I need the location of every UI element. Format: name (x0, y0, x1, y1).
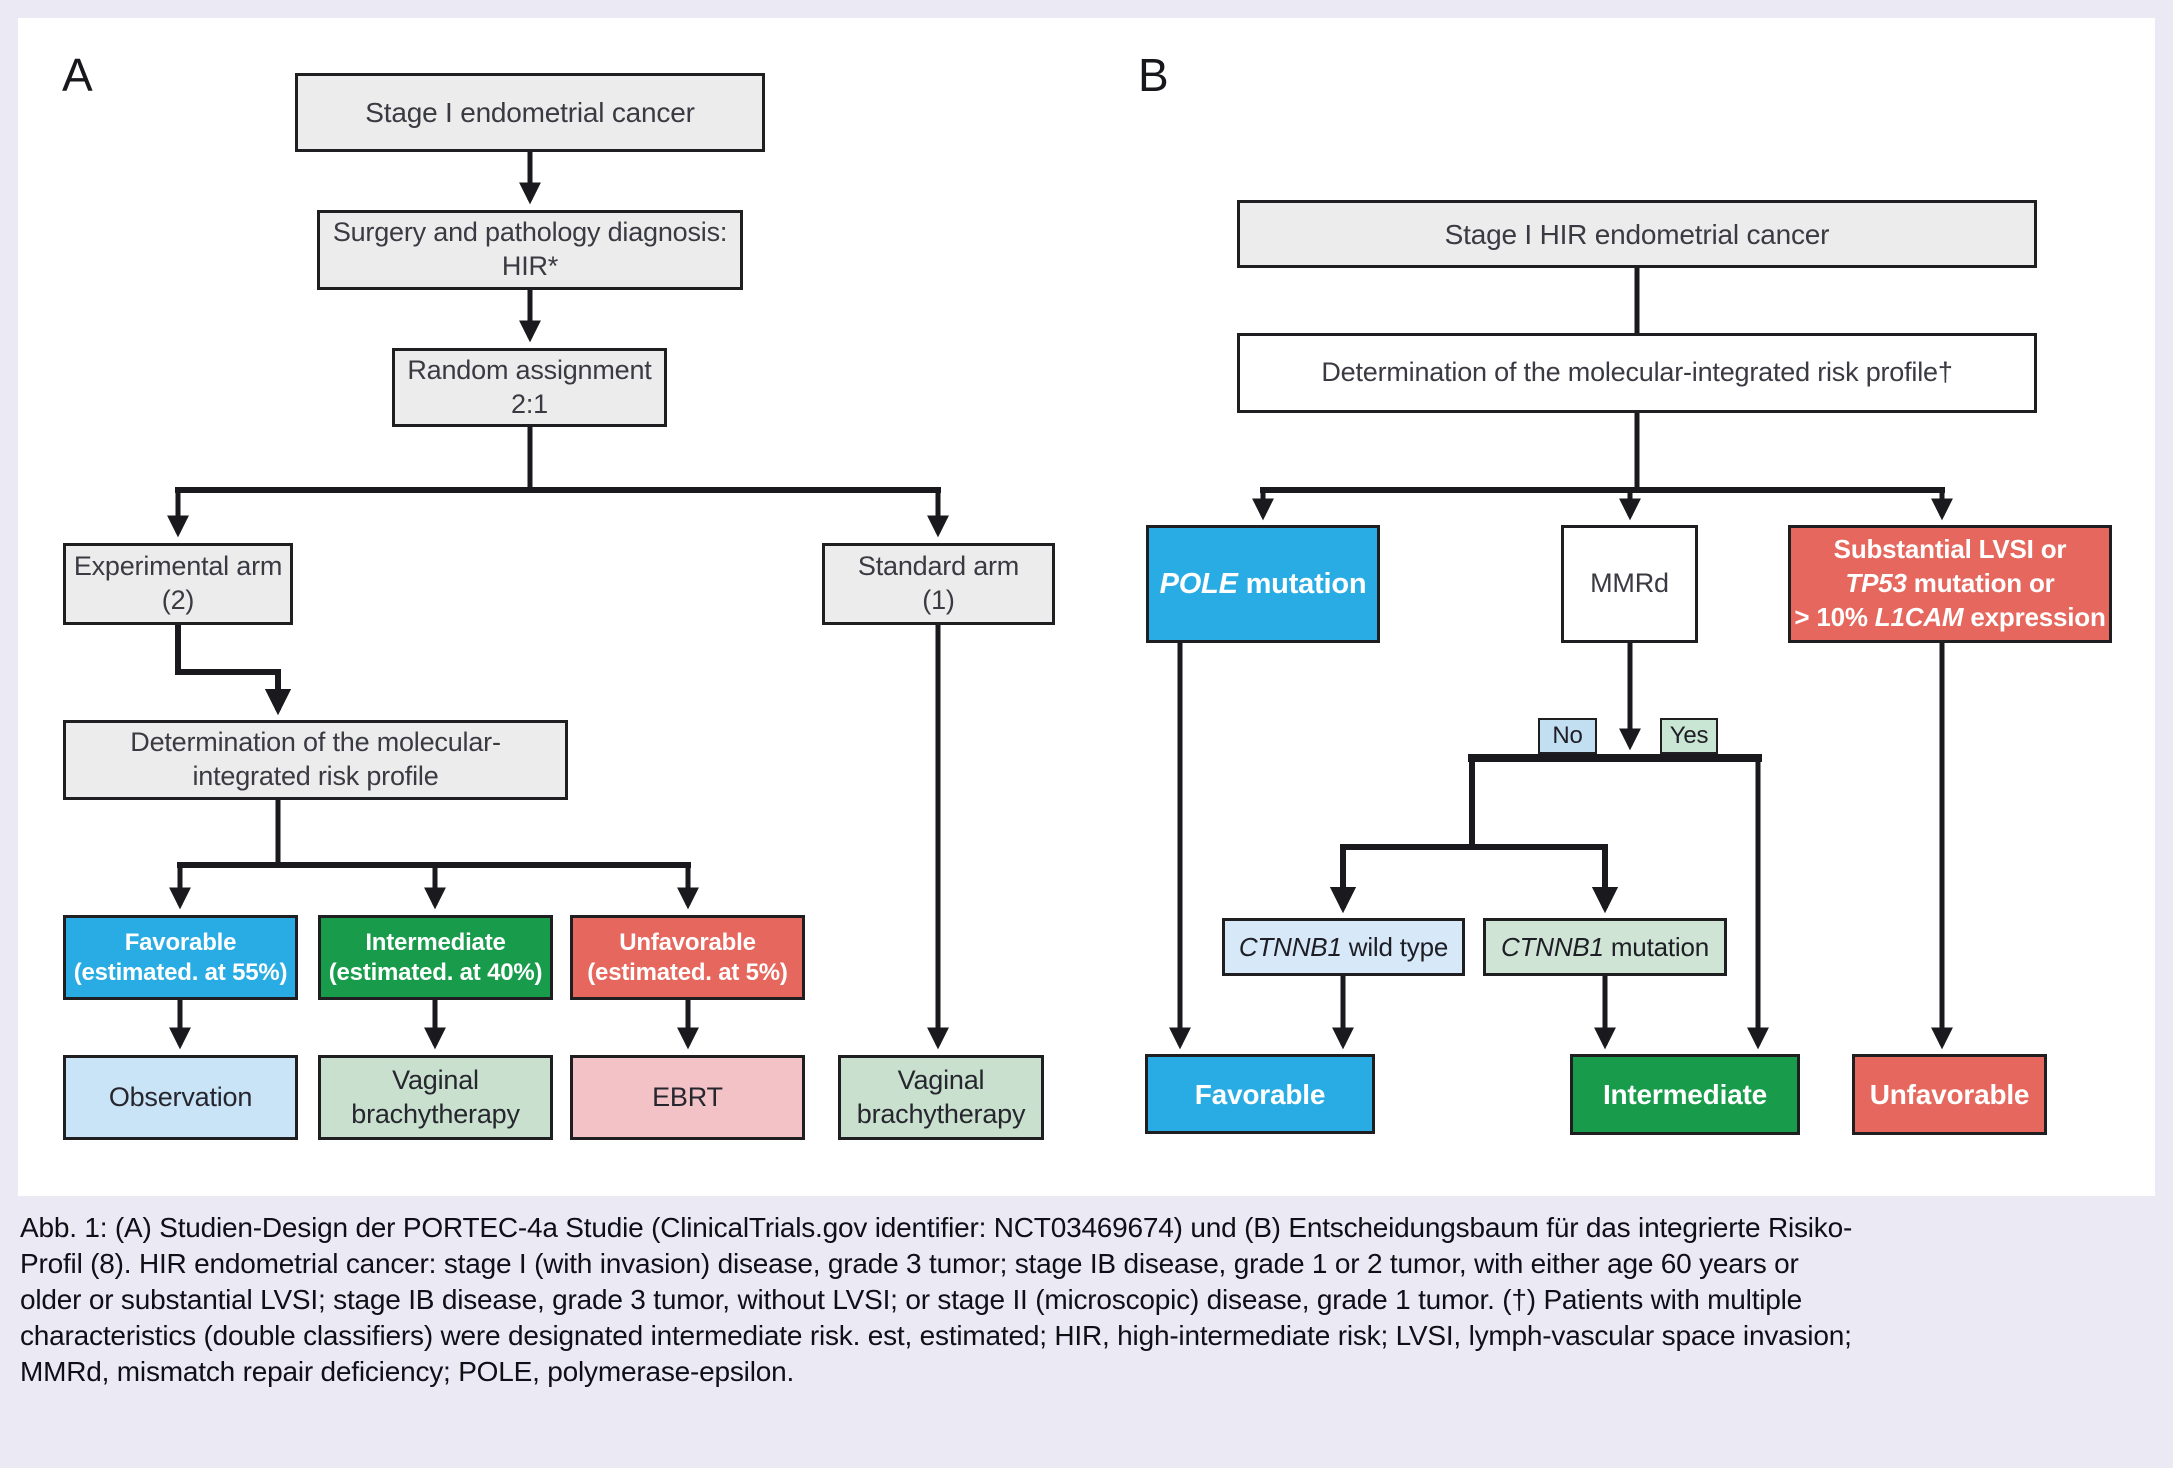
caption-line: characteristics (double classifiers) wer… (20, 1320, 1852, 1351)
node-stage-i-endometrial-cancer: Stage I endometrial cancer (295, 73, 765, 152)
node-pole-mutation: POLE mutation (1146, 525, 1380, 643)
node-ebrt: EBRT (570, 1055, 805, 1140)
node-mmrd: MMRd (1561, 525, 1698, 643)
node-intermediate-b: Intermediate (1570, 1054, 1800, 1135)
ctnnb1-mutation-label: CTNNB1 mutation (1501, 931, 1709, 962)
caption-line: Abb. 1: (A) Studien-Design der PORTEC-4a… (20, 1212, 1853, 1243)
node-vaginal-brachytherapy-standard: Vaginal brachytherapy (838, 1055, 1044, 1140)
node-experimental-arm: Experimental arm (2) (63, 543, 293, 625)
node-unfavorable-a: Unfavorable (estimated. at 5%) (570, 915, 805, 1000)
pole-mutation-label: POLE mutation (1159, 567, 1367, 600)
lvsi-line3: > 10% L1CAM expression (1794, 601, 2106, 632)
node-vaginal-brachytherapy: Vaginal brachytherapy (318, 1055, 553, 1140)
panel-a-label: A (62, 49, 93, 101)
lvsi-line1: Substantial LVSI or (1833, 534, 2067, 565)
node-unfavorable-b: Unfavorable (1852, 1054, 2047, 1135)
ctnnb1-wild-type-label: CTNNB1 wild type (1238, 931, 1449, 962)
figure-caption: Abb. 1: (A) Studien-Design der PORTEC-4a… (20, 1210, 2155, 1390)
caption-line: Profil (8). HIR endometrial cancer: stag… (20, 1248, 1799, 1279)
node-favorable-b: Favorable (1145, 1054, 1375, 1134)
node-observation: Observation (63, 1055, 298, 1140)
node-random-assignment: Random assignment 2:1 (392, 348, 667, 427)
caption-line: older or substantial LVSI; stage IB dise… (20, 1284, 1803, 1315)
panel-b-label: B (1138, 49, 1169, 101)
node-favorable-a: Favorable (estimated. at 55%) (63, 915, 298, 1000)
node-intermediate-a: Intermediate (estimated. at 40%) (318, 915, 553, 1000)
node-surgery-pathology-diagnosis: Surgery and pathology diagnosis: HIR* (317, 210, 743, 290)
node-yes-label: Yes (1660, 718, 1718, 754)
node-ctnnb1-wild-type: CTNNB1 wild type (1222, 918, 1465, 976)
node-no-label: No (1538, 718, 1597, 754)
caption-line: MMRd, mismatch repair deficiency; POLE, … (20, 1356, 795, 1387)
node-stage-i-hir-endometrial-cancer: Stage I HIR endometrial cancer (1237, 200, 2037, 268)
node-substantial-lvsi: Substantial LVSI or TP53 mutation or > 1… (1788, 525, 2112, 643)
node-standard-arm: Standard arm (1) (822, 543, 1055, 625)
node-determination-risk-profile-b: Determination of the molecular-integrate… (1237, 333, 2037, 413)
node-determination-risk-profile-a: Determination of the molecular- integrat… (63, 720, 568, 800)
node-ctnnb1-mutation: CTNNB1 mutation (1483, 918, 1727, 976)
lvsi-line2: TP53 mutation or (1845, 568, 2055, 599)
